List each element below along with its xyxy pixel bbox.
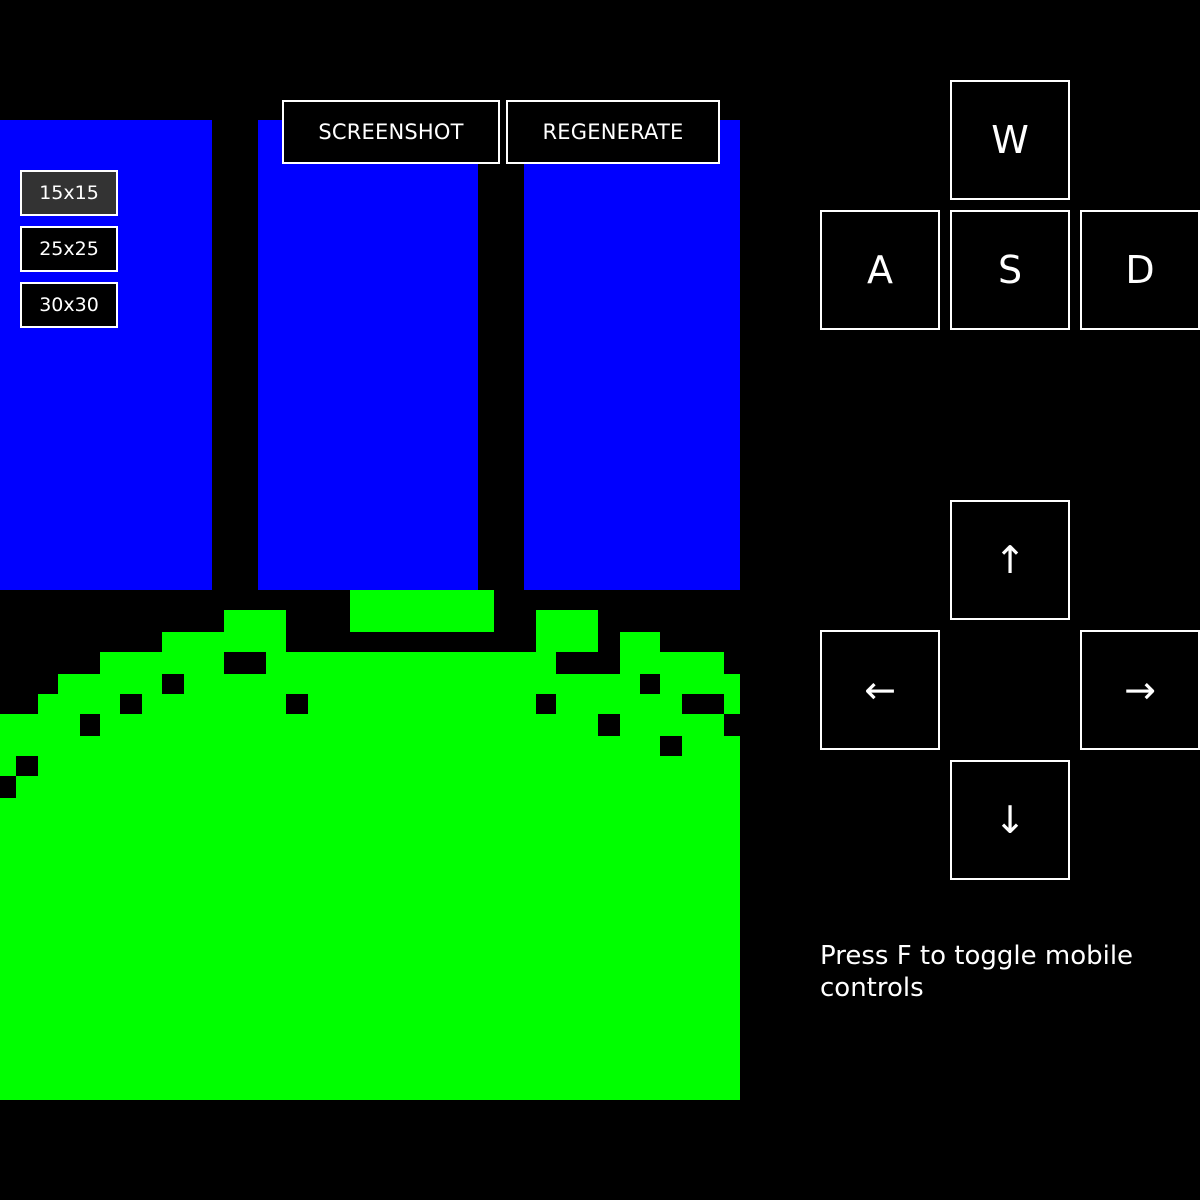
mobile-controls-hint: Press F to toggle mobile controls [820,941,1134,1003]
key-d-button[interactable]: D [1080,210,1200,330]
regenerate-button[interactable]: REGENERATE [506,100,720,164]
key-a-button[interactable]: A [820,210,940,330]
blue-block-middle [258,120,478,590]
grid-size-15-button[interactable]: 15x15 [20,170,118,216]
key-s-button[interactable]: S [950,210,1070,330]
arrow-down-button[interactable]: ↓ [950,760,1070,880]
grid-size-25-button[interactable]: 25x25 [20,226,118,272]
terrain-holes [0,652,740,798]
game-viewport [0,120,740,1100]
green-terrain [0,590,740,1100]
grid-size-30-button[interactable]: 30x30 [20,282,118,328]
blue-block-right [524,120,740,590]
arrow-left-button[interactable]: ← [820,630,940,750]
key-w-button[interactable]: W [950,80,1070,200]
arrow-up-button[interactable]: ↑ [950,500,1070,620]
arrow-right-button[interactable]: → [1080,630,1200,750]
screenshot-button[interactable]: SCREENSHOT [282,100,500,164]
